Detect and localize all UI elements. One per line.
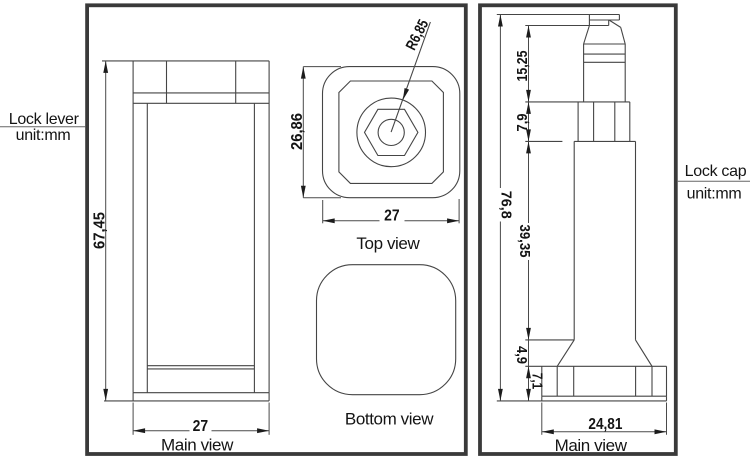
svg-text:67,45: 67,45 <box>91 212 108 249</box>
svg-text:Main view: Main view <box>555 436 628 455</box>
svg-text:24,81: 24,81 <box>588 416 622 433</box>
svg-text:39,35: 39,35 <box>516 225 533 258</box>
svg-text:Bottom view: Bottom view <box>345 410 434 429</box>
svg-text:4,9: 4,9 <box>513 346 530 364</box>
svg-text:unit:mm: unit:mm <box>16 127 71 144</box>
svg-text:unit:mm: unit:mm <box>687 186 742 203</box>
svg-text:Lock lever: Lock lever <box>9 111 80 128</box>
svg-text:76,8: 76,8 <box>498 191 515 219</box>
svg-text:27: 27 <box>193 418 209 435</box>
svg-text:Lock cap: Lock cap <box>685 163 747 180</box>
svg-text:Top view: Top view <box>356 234 420 253</box>
svg-text:26,86: 26,86 <box>289 113 306 150</box>
svg-text:Main view: Main view <box>161 435 234 454</box>
svg-text:7,1: 7,1 <box>529 373 546 390</box>
svg-text:7,9: 7,9 <box>514 114 531 132</box>
svg-text:27: 27 <box>384 207 400 224</box>
svg-text:15,25: 15,25 <box>514 51 531 82</box>
